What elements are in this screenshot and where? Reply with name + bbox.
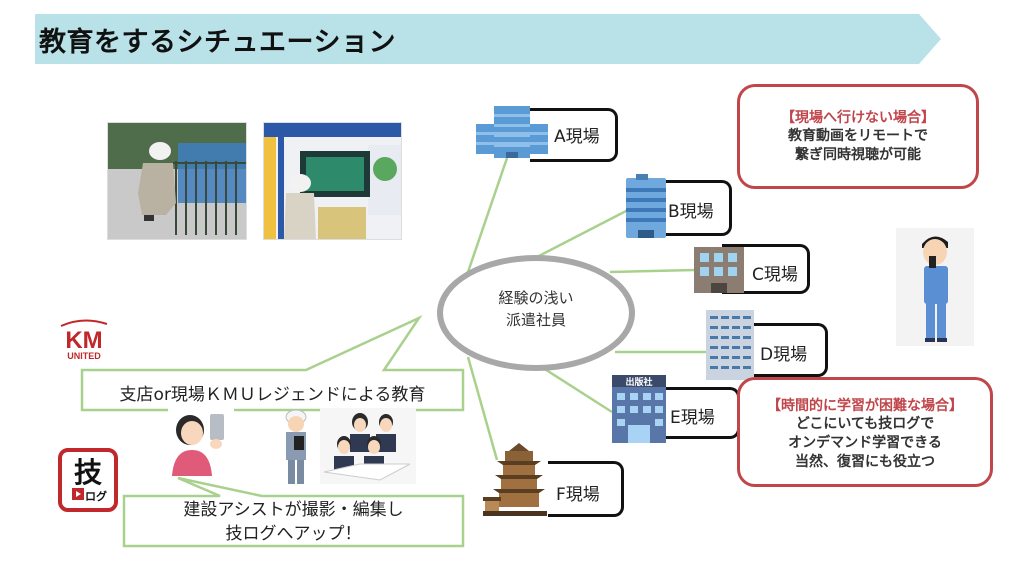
line-to-c: [609, 268, 696, 274]
publisher-building-icon: 出版社: [612, 375, 666, 443]
center-node-temporary-staff: 経験の浅い 派遣社員: [437, 255, 635, 371]
office-building-icon: [476, 106, 548, 158]
waza-logo-kanji: 技: [74, 456, 102, 489]
site-worker-icon: [285, 409, 307, 484]
education-bubble-text: 支店or現場ＫＭＵレジェンドによる教育: [119, 385, 426, 405]
title-banner: 教育をするシチュエーション: [35, 14, 941, 64]
education-bubble-shape: [80, 315, 465, 412]
upload-bubble-line-1: 建設アシストが撮影・編集し: [183, 500, 404, 520]
line-to-a: [466, 157, 509, 273]
callout-ondemand-heading: 【時間的に学習が困難な場合】: [767, 398, 963, 414]
upload-bubble-line-2: 技ログへアップ！: [225, 524, 362, 544]
photo-worker-inspecting-fence: [107, 122, 247, 240]
line-to-b: [534, 208, 629, 260]
callout-ondemand: 【時間的に学習が困難な場合】 どこにいても技ログで オンデマンド学習できる 当然…: [737, 377, 993, 487]
callout-remote: 【現場へ行けない場合】 教育動画をリモートで 繋ぎ同時視聴が可能: [737, 84, 979, 189]
woman-filming-icon: [168, 408, 234, 476]
center-line-2: 派遣社員: [505, 311, 566, 329]
site-e-label: E現場: [670, 408, 715, 428]
site-c-label: C現場: [752, 265, 798, 285]
callout-remote-line-1: 教育動画をリモートで: [788, 128, 928, 144]
site-e-label-box: [660, 387, 740, 439]
upload-bubble-shape: [122, 476, 465, 548]
highrise-building-icon: [706, 310, 754, 380]
banner-arrow-shape: [35, 14, 941, 64]
training-attendees-icon: [320, 408, 416, 484]
site-d-label-box: [740, 323, 828, 377]
callout-remote-line-2: 繋ぎ同時視聴が可能: [795, 147, 921, 163]
upload-bubble-text: 建設アシストが撮影・編集し 技ログへアップ！: [124, 498, 463, 546]
km-united-logo: KM UNITED: [55, 318, 113, 361]
waza-log-logo: 技 ログ: [58, 448, 118, 512]
page-title: 教育をするシチュエーション: [39, 27, 396, 58]
photo-worker-at-board: [263, 122, 402, 240]
small-building-icon: [694, 247, 744, 293]
callout-ondemand-line-2: オンデマンド学習できる: [788, 435, 942, 451]
site-b-label-box: [664, 180, 732, 236]
pagoda-icon: [483, 443, 547, 516]
site-f-label: F現場: [556, 485, 600, 505]
worker-with-phone-icon: [896, 228, 974, 346]
publisher-sign-text: 出版社: [625, 376, 652, 388]
waza-logo-sub: ログ: [85, 489, 107, 503]
callout-ondemand-line-3: 当然、復習にも役立つ: [795, 454, 935, 470]
tall-building-icon: [626, 174, 666, 238]
line-to-f: [466, 356, 499, 461]
km-logo-main: KM: [65, 327, 102, 354]
center-line-1: 経験の浅い: [498, 289, 574, 307]
callout-remote-heading: 【現場へ行けない場合】: [781, 110, 935, 126]
km-logo-sub: UNITED: [67, 351, 101, 360]
site-b-label: B現場: [668, 202, 714, 222]
line-to-e: [539, 364, 613, 414]
site-d-label: D現場: [760, 345, 808, 365]
site-a-label: A現場: [554, 127, 600, 147]
callout-ondemand-line-1: どこにいても技ログで: [795, 416, 935, 432]
site-f-label-box: [548, 461, 624, 517]
